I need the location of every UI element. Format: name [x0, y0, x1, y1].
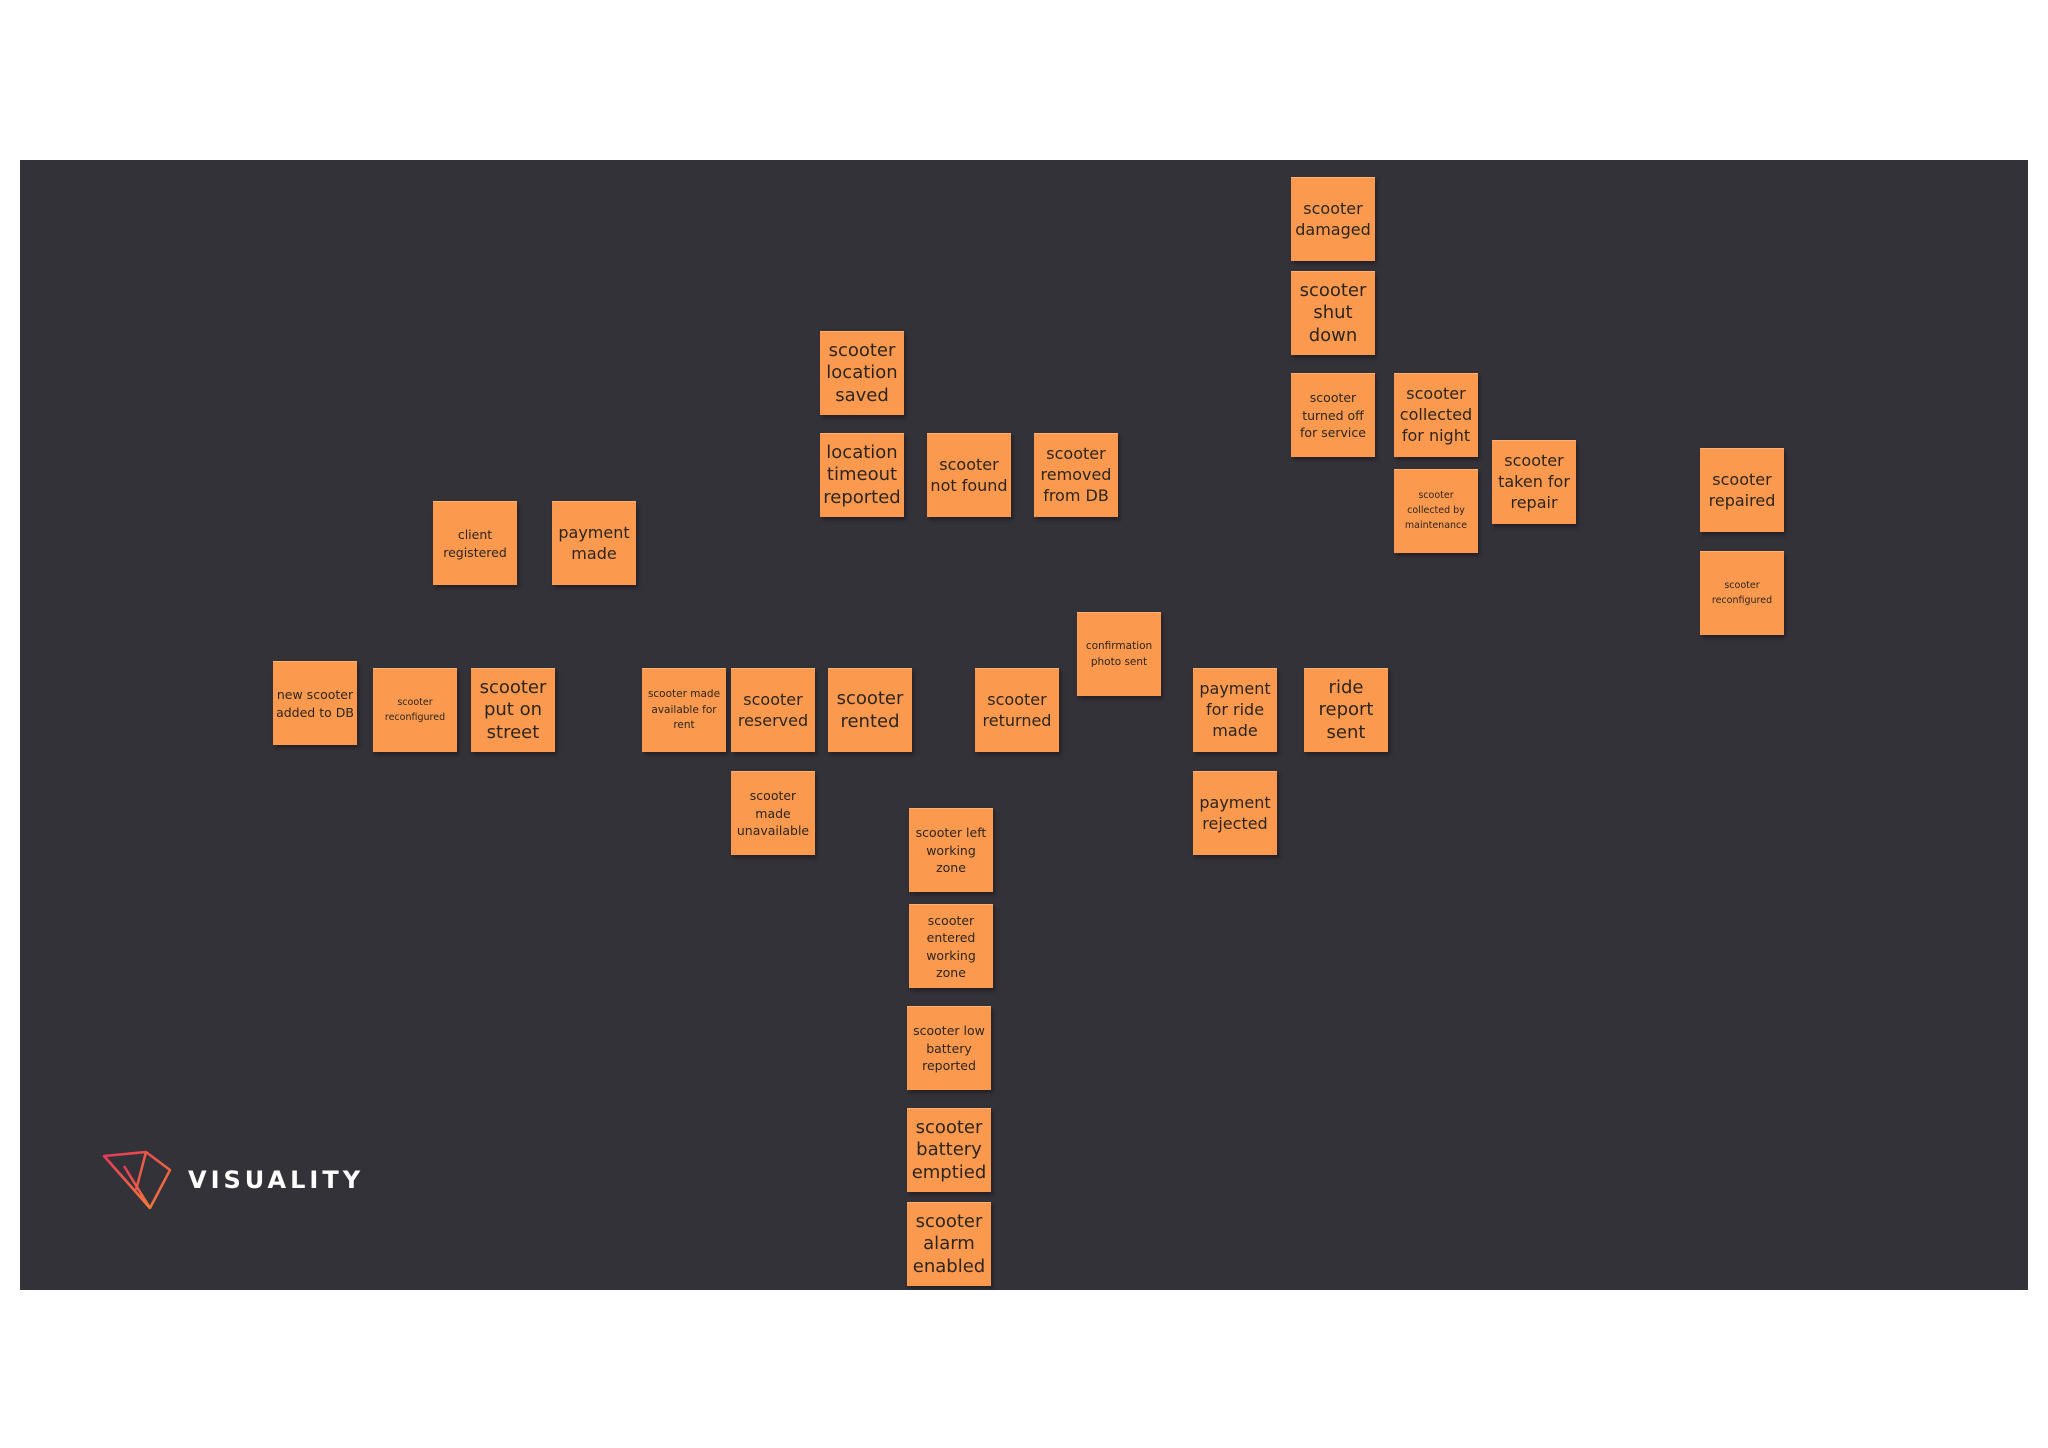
sticky-note-scooter-damaged[interactable]: scooter damaged	[1291, 177, 1375, 261]
sticky-note-scooter-entered-working-zone[interactable]: scooter entered working zone	[909, 904, 993, 988]
sticky-note-location-timeout-reported[interactable]: location timeout reported	[820, 433, 904, 517]
sticky-note-scooter-low-battery-reported[interactable]: scooter low battery reported	[907, 1006, 991, 1090]
visuality-polygon-logo-icon	[102, 1150, 172, 1210]
visuality-wordmark: VISUALITY	[188, 1166, 365, 1194]
sticky-note-scooter-put-on-street[interactable]: scooter put on street	[471, 668, 555, 752]
sticky-note-scooter-collected-by-maintenance[interactable]: scooter collected by maintenance	[1394, 469, 1478, 553]
sticky-note-scooter-made-available-for-rent[interactable]: scooter made available for rent	[642, 668, 726, 752]
sticky-note-scooter-made-unavailable[interactable]: scooter made unavailable	[731, 771, 815, 855]
sticky-note-scooter-returned[interactable]: scooter returned	[975, 668, 1059, 752]
sticky-note-scooter-collected-for-night[interactable]: scooter collected for night	[1394, 373, 1478, 457]
sticky-note-scooter-reconfigured[interactable]: scooter reconfigured	[373, 668, 457, 752]
sticky-note-payment-made[interactable]: payment made	[552, 501, 636, 585]
visuality-logo: VISUALITY	[102, 1150, 364, 1210]
sticky-note-scooter-battery-emptied[interactable]: scooter battery emptied	[907, 1108, 991, 1192]
sticky-note-ride-report-sent[interactable]: ride report sent	[1304, 668, 1388, 752]
sticky-note-scooter-taken-for-repair[interactable]: scooter taken for repair	[1492, 440, 1576, 524]
sticky-note-scooter-reserved[interactable]: scooter reserved	[731, 668, 815, 752]
sticky-note-payment-rejected[interactable]: payment rejected	[1193, 771, 1277, 855]
sticky-note-client-registered[interactable]: client registered	[433, 501, 517, 585]
sticky-note-new-scooter-added-to-db[interactable]: new scooter added to DB	[273, 661, 357, 745]
sticky-note-payment-for-ride-made[interactable]: payment for ride made	[1193, 668, 1277, 752]
sticky-note-scooter-alarm-enabled[interactable]: scooter alarm enabled	[907, 1202, 991, 1286]
sticky-note-scooter-reconfigured-after-repair[interactable]: scooter reconfigured	[1700, 551, 1784, 635]
sticky-note-scooter-repaired[interactable]: scooter repaired	[1700, 448, 1784, 532]
sticky-note-scooter-left-working-zone[interactable]: scooter left working zone	[909, 808, 993, 892]
sticky-note-confirmation-photo-sent[interactable]: confirmation photo sent	[1077, 612, 1161, 696]
sticky-note-scooter-turned-off-for-service[interactable]: scooter turned off for service	[1291, 373, 1375, 457]
sticky-note-scooter-location-saved[interactable]: scooter location saved	[820, 331, 904, 415]
sticky-note-scooter-not-found[interactable]: scooter not found	[927, 433, 1011, 517]
sticky-note-scooter-shut-down[interactable]: scooter shut down	[1291, 271, 1375, 355]
event-storming-board: scooter damaged scooter shut down scoote…	[20, 160, 2028, 1290]
sticky-note-scooter-removed-from-db[interactable]: scooter removed from DB	[1034, 433, 1118, 517]
sticky-note-scooter-rented[interactable]: scooter rented	[828, 668, 912, 752]
